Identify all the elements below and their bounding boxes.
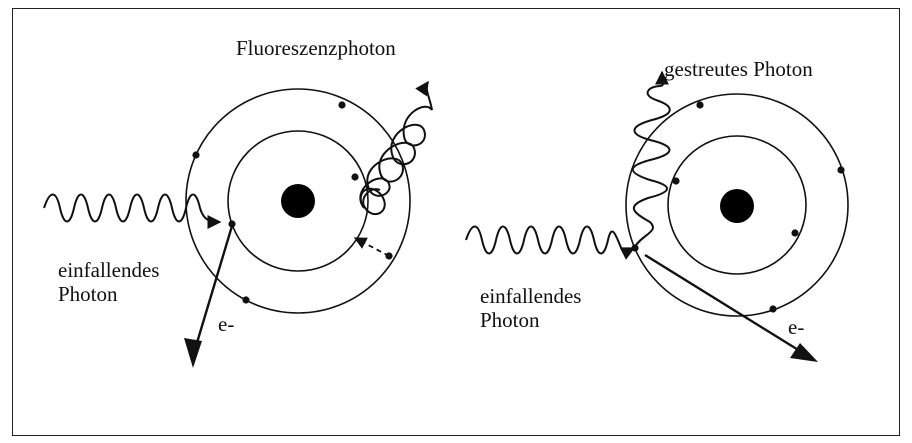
right-scattered-photon-label: gestreutes Photon xyxy=(664,57,813,81)
left-incident-photon-label-line1: einfallendes xyxy=(58,258,159,282)
right-scattered-photon-wave xyxy=(633,86,670,248)
left-electron xyxy=(338,101,345,108)
right-electron-label: e- xyxy=(788,315,804,339)
right-electron xyxy=(696,101,703,108)
left-nucleus xyxy=(281,184,315,218)
right-atom xyxy=(626,94,848,316)
right-electron xyxy=(672,177,679,184)
left-atom xyxy=(186,89,410,313)
right-ejected-electron-head xyxy=(790,343,818,362)
right-incident-photon-label-line1: einfallendes xyxy=(480,284,581,308)
left-transition-arrow xyxy=(355,238,389,256)
right-incident-photon-tail xyxy=(622,248,634,253)
right-scattered-photon-tail xyxy=(660,72,663,86)
left-ejected-electron-head xyxy=(184,338,202,368)
left-fluorescence-photon-label: Fluoreszenzphoton xyxy=(236,36,396,60)
right-electron xyxy=(769,305,776,312)
left-incident-photon-wave xyxy=(44,195,220,223)
left-fluorescence-photon-wave xyxy=(360,107,432,214)
left-ejected-electron-arrow xyxy=(193,226,232,356)
right-electron xyxy=(791,229,798,236)
left-incident-photon-label-line2: Photon xyxy=(58,282,118,306)
right-nucleus xyxy=(720,189,754,223)
left-electron xyxy=(192,151,199,158)
right-incident-photon-wave xyxy=(466,227,622,254)
left-electron xyxy=(351,173,358,180)
right-incident-photon-label-line2: Photon xyxy=(480,308,540,332)
left-electron-label: e- xyxy=(218,312,234,336)
left-fluorescence-photon-tail xyxy=(427,82,432,110)
right-electron xyxy=(837,166,844,173)
left-electron xyxy=(242,296,249,303)
